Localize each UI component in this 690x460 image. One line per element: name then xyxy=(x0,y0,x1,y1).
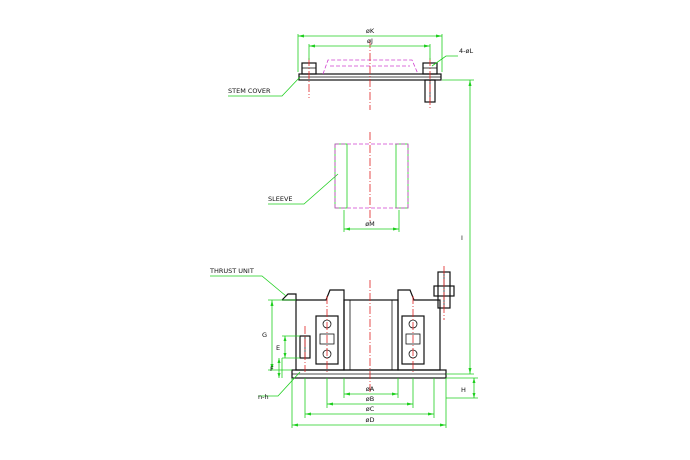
sleeve-wall-left xyxy=(334,143,348,209)
thrust-unit-housing-right xyxy=(397,289,441,371)
stem-cover-hidden-profile xyxy=(322,59,419,75)
dim-label-h: H xyxy=(461,386,466,394)
label-thrust-unit: THRUST UNIT xyxy=(209,267,254,275)
dim-label-e: E xyxy=(276,344,280,352)
sleeve: øM SLEEVE xyxy=(268,132,409,232)
dim-label-k: øK xyxy=(366,27,375,35)
label-n-h: n-h xyxy=(258,393,269,401)
dim-label-f: F xyxy=(270,365,274,373)
dim-label-b: øB xyxy=(366,395,374,403)
dim-label-i: I xyxy=(461,234,463,242)
dim-label-a: øA xyxy=(366,385,375,393)
label-stem-cover: STEM COVER xyxy=(228,87,271,95)
dim-label-m: øM xyxy=(365,220,375,228)
thrust-unit-bore xyxy=(343,299,399,371)
label-sleeve: SLEEVE xyxy=(268,195,293,203)
dim-label-d: øD xyxy=(366,416,375,424)
sleeve-wall-right xyxy=(395,143,409,209)
dim-label-j: øJ xyxy=(367,37,373,45)
thrust-unit-housing-left xyxy=(295,289,345,371)
stem-cover: øK øJ 4-øL STEM COVER xyxy=(228,27,473,110)
thrust-unit: THRUST UNIT n-h G E F I xyxy=(209,79,478,428)
dim-label-c: øC xyxy=(366,405,375,413)
dim-label-l: 4-øL xyxy=(459,47,473,55)
dim-label-g: G xyxy=(262,331,267,339)
